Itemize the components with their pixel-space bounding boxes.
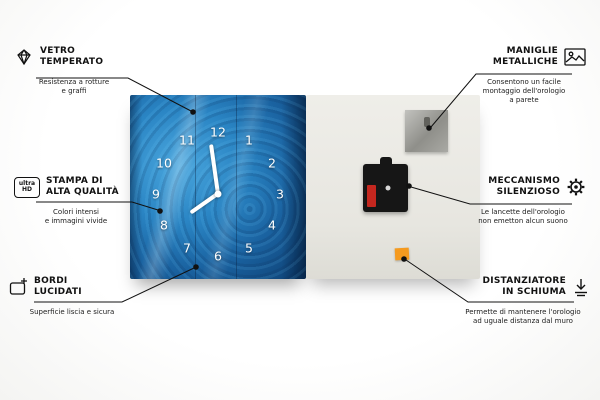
mechanism-spindle: [385, 185, 391, 191]
callout-title: VETRO TEMPERATO: [40, 46, 104, 67]
callout-maniglie-metalliche: MANIGLIE METALLICHE Consentono un facile…: [462, 46, 586, 105]
callout-subtitle: Superficie liscia e sicura: [29, 308, 115, 316]
clock-number: 5: [245, 240, 253, 256]
clock-number: 3: [276, 186, 284, 202]
battery: [367, 185, 376, 207]
callout-bordi-lucidati: BORDI LUCIDATI Superficie liscia e sicur…: [8, 276, 136, 317]
glass-seam: [235, 95, 237, 279]
clock-number: 11: [179, 132, 195, 148]
callout-head: BORDI LUCIDATI: [8, 276, 136, 298]
callout-subtitle: Permette di mantenere l'orologio ad ugua…: [465, 308, 581, 325]
callout-title: STAMPA DI ALTA QUALITÀ: [46, 176, 119, 197]
clock-number: 4: [268, 217, 276, 233]
gear-icon: [566, 177, 586, 197]
callout-title: MECCANISMO SILENZIOSO: [488, 176, 560, 197]
clock-center-cap: [214, 190, 222, 198]
callout-subtitle: Colori intensi e immagini vivide: [44, 208, 108, 225]
polished-edge-icon: [8, 277, 28, 297]
foam-spacer-icon: [572, 277, 590, 297]
callout-subtitle: Le lancette dell'orologio non emetton al…: [478, 208, 568, 225]
callout-title: BORDI LUCIDATI: [34, 276, 82, 297]
mechanism-hook-tab: [379, 157, 392, 165]
picture-frame-icon: [564, 48, 586, 66]
callout-head: DISTANZIATORE IN SCHIUMA: [456, 276, 590, 298]
minute-hand: [209, 144, 220, 195]
foam-spacer: [394, 247, 410, 261]
clock-number: 12: [210, 124, 226, 140]
callout-stampa-alta-qualita: ultra HD STAMPA DI ALTA QUALITÀ Colori i…: [14, 176, 138, 226]
clock-number: 10: [156, 155, 172, 171]
clock-number: 6: [214, 248, 222, 264]
clock-mechanism: [363, 157, 408, 212]
callout-subtitle: Consentono un facile montaggio dell'orol…: [482, 78, 566, 104]
callout-vetro-temperato: VETRO TEMPERATO Resistenza a rotture e g…: [14, 46, 134, 96]
callout-distanziatore-schiuma: DISTANZIATORE IN SCHIUMA Permette di man…: [456, 276, 590, 326]
clock-number: 2: [268, 155, 276, 171]
clock-number: 8: [160, 217, 168, 233]
callout-subtitle: Resistenza a rotture e graffi: [38, 78, 110, 95]
callout-title: MANIGLIE METALLICHE: [492, 46, 558, 67]
callout-head: ultra HD STAMPA DI ALTA QUALITÀ: [14, 176, 138, 198]
callout-head: VETRO TEMPERATO: [14, 46, 134, 68]
clock-number: 7: [183, 240, 191, 256]
metal-hanger-plate: [405, 110, 448, 152]
clock-front-face: 12 1 2 3 4 5 6 7 8 9 10 11: [130, 95, 306, 279]
callout-head: MECCANISMO SILENZIOSO: [460, 176, 586, 198]
callout-head: MANIGLIE METALLICHE: [462, 46, 586, 68]
ultra-hd-icon-bottom: HD: [21, 186, 32, 193]
clock-number: 1: [245, 132, 253, 148]
diamond-icon: [14, 47, 34, 67]
clock-back-panel: [306, 95, 480, 279]
hanger-keyhole: [423, 117, 430, 127]
clock-number: 9: [152, 186, 160, 202]
ultra-hd-icon: ultra HD: [14, 176, 40, 198]
glass-seam: [195, 95, 197, 279]
ultra-hd-icon-top: ultra: [18, 179, 36, 187]
callout-title: DISTANZIATORE IN SCHIUMA: [482, 276, 566, 297]
callout-meccanismo-silenzioso: MECCANISMO SILENZIOSO Le lancette dell'o…: [460, 176, 586, 226]
